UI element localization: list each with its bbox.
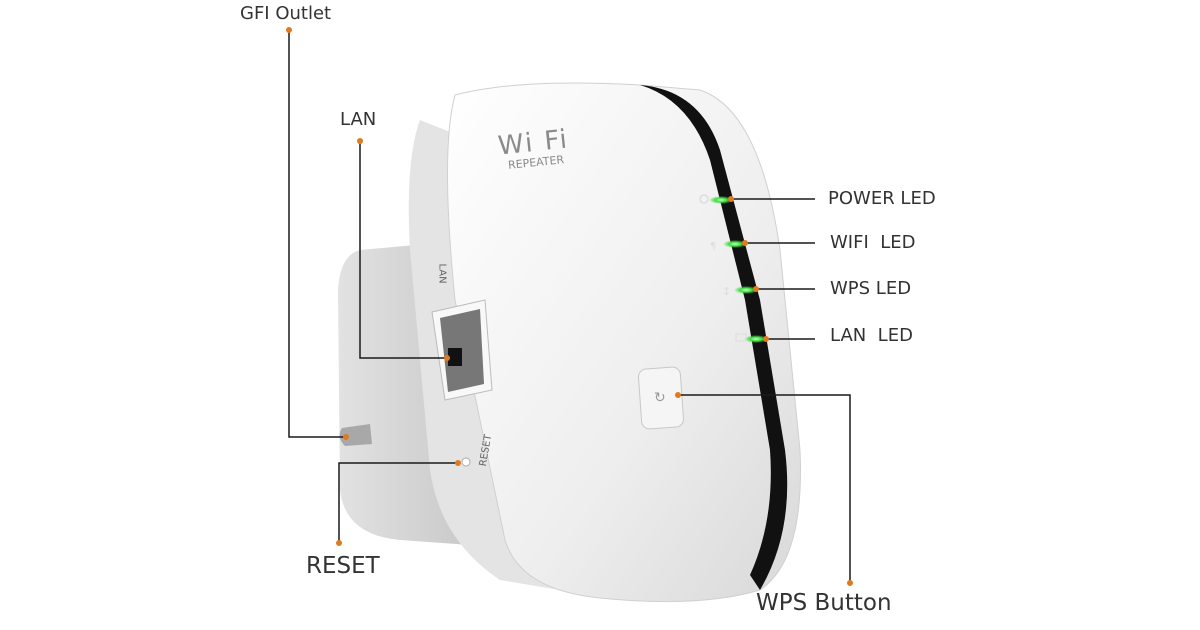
device-lan-print: LAN	[436, 263, 448, 284]
label-wps-led: WPS LED	[830, 278, 912, 299]
reset-hole	[461, 457, 471, 467]
device-body	[447, 82, 801, 603]
label-wps-button: WPS Button	[756, 590, 892, 616]
callout-lines	[288, 30, 851, 583]
plug-pin	[339, 424, 372, 446]
svg-text:¶: ¶	[710, 241, 716, 252]
led-indicators: ¶ ↕	[699, 194, 768, 343]
label-reset: RESET	[306, 553, 380, 579]
callout-dots	[286, 27, 853, 586]
label-power-led: POWER LED	[828, 188, 936, 209]
label-lan: LAN	[340, 109, 377, 130]
svg-text:↻: ↻	[654, 390, 666, 406]
label-wifi-led: WIFI LED	[830, 232, 916, 253]
svg-text:↕: ↕	[722, 285, 731, 298]
wps-button	[637, 366, 685, 430]
label-gfi-outlet: GFI Outlet	[240, 3, 332, 24]
label-lan-led: LAN LED	[830, 325, 913, 346]
